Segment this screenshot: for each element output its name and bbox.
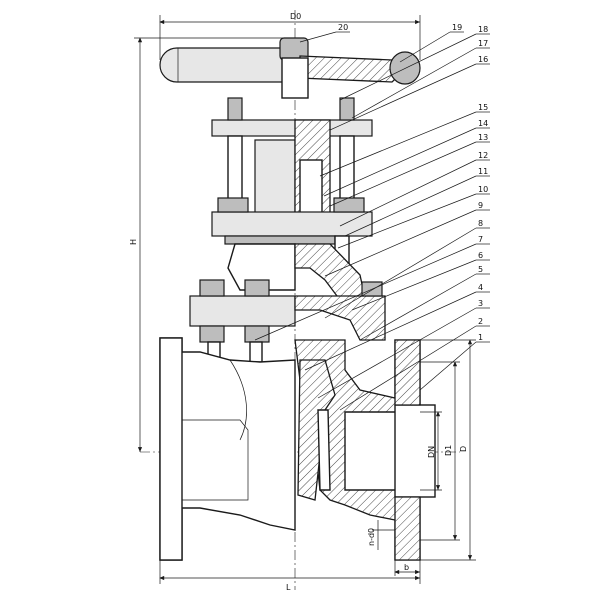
valve-body-section [294, 339, 436, 561]
part-label-17: 17 [478, 39, 488, 48]
dimension-h: H [129, 37, 300, 452]
callout-leader-15 [319, 111, 477, 177]
dimension-l: L [159, 560, 421, 592]
dimension-b: b [394, 560, 420, 576]
dimension-d1: D1 [420, 361, 460, 541]
label-d: D [459, 446, 468, 452]
body-top-flange [189, 279, 386, 363]
callout-leader-6 [351, 259, 477, 311]
part-label-6: 6 [478, 251, 483, 260]
callout-leader-18 [339, 33, 477, 101]
valve-body-left [159, 337, 296, 561]
callout-leader-13 [329, 141, 477, 207]
callout-leader-12 [339, 159, 477, 227]
callout-leader-1 [419, 341, 477, 391]
callout-leader-5 [359, 273, 477, 341]
callout-leader-11 [344, 175, 477, 237]
part-label-12: 12 [478, 151, 488, 160]
part-label-8: 8 [478, 219, 483, 228]
label-d1: D1 [444, 445, 453, 456]
label-d0: D0 [290, 12, 301, 21]
part-label-20: 20 [338, 23, 348, 32]
callout-leader-4 [304, 291, 477, 371]
part-label-3: 3 [478, 299, 483, 308]
part-label-5: 5 [478, 265, 483, 274]
part-label-1: 1 [478, 333, 483, 342]
label-b: b [404, 563, 409, 572]
part-label-15: 15 [478, 103, 488, 112]
dimension-d: D [420, 339, 476, 561]
part-label-2: 2 [478, 317, 483, 326]
part-label-10: 10 [478, 185, 488, 194]
part-label-11: 11 [478, 167, 488, 176]
part-label-9: 9 [478, 201, 483, 210]
part-label-16: 16 [478, 55, 488, 64]
label-n-d0: n-d0 [367, 528, 376, 546]
callout-leader-17 [351, 47, 477, 119]
part-label-7: 7 [478, 235, 483, 244]
part-label-18: 18 [478, 25, 488, 34]
yoke [211, 97, 373, 267]
part-label-4: 4 [478, 283, 483, 292]
label-dn: DN [427, 446, 436, 458]
handwheel [159, 37, 421, 99]
label-l: L [286, 583, 291, 592]
callout-leader-8 [324, 227, 477, 319]
callout-leader-14 [323, 127, 477, 197]
callout-leader-19 [399, 31, 451, 63]
dimension-n-d0: n-d0 [367, 520, 395, 550]
part-label-19: 19 [452, 23, 462, 32]
callout-leader-10 [337, 193, 477, 249]
callout-leader-2 [339, 325, 477, 411]
callout-leader-16 [329, 63, 477, 131]
part-label-14: 14 [478, 119, 488, 128]
dimension-d0: D0 [159, 12, 421, 60]
callout-leader-3 [317, 307, 477, 399]
dimension-dn: DN [420, 411, 442, 491]
part-label-13: 13 [478, 133, 488, 142]
part-callouts: 20 19 18 17 16 15 14 13 12 11 10 9 8 7 6 5 4 3 2 1 [254, 23, 490, 411]
label-h: H [129, 239, 138, 245]
callout-leader-7 [254, 243, 477, 341]
callout-leader-9 [324, 209, 477, 277]
callout-leader-20 [299, 31, 337, 43]
